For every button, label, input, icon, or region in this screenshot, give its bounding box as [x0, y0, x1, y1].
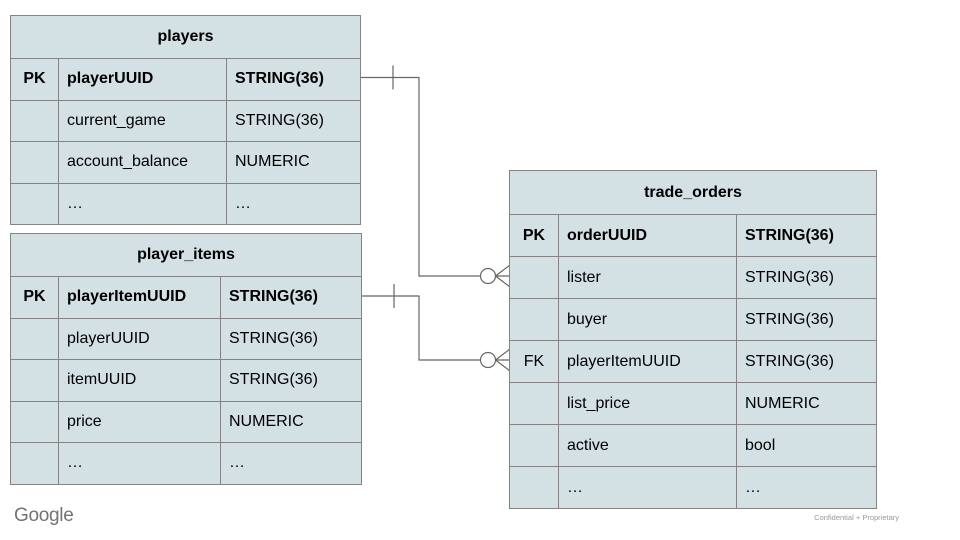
cell-name: playerItemUUID: [58, 277, 220, 318]
cell-key: [11, 142, 58, 183]
cell-type: NUMERIC: [736, 383, 876, 424]
table-title: trade_orders: [644, 183, 742, 201]
table-row: PK orderUUID STRING(36): [510, 214, 876, 256]
cell-key: [510, 257, 558, 298]
cell-type: bool: [736, 425, 876, 466]
cell-type: STRING(36): [226, 59, 360, 100]
cell-name: playerUUID: [58, 318, 220, 359]
zero-cardinality-circle: [479, 267, 497, 285]
cell-key: [510, 467, 558, 508]
table-row: PK playerUUID STRING(36): [11, 58, 360, 100]
table-title: player_items: [137, 246, 235, 263]
cell-name: …: [58, 183, 226, 224]
connector-line: [362, 295, 481, 361]
connector-line: [361, 76, 481, 277]
cell-type: NUMERIC: [220, 401, 361, 442]
cell-key: FK: [523, 352, 545, 370]
cell-type: STRING(36): [226, 100, 360, 141]
cell-type: …: [220, 443, 361, 484]
table-row: current_game STRING(36): [11, 99, 360, 142]
table-row: PK playerItemUUID STRING(36): [11, 276, 361, 318]
cell-key: [11, 184, 58, 225]
cell-type: STRING(36): [220, 277, 361, 318]
cell-key: [11, 101, 58, 142]
cell-type: STRING(36): [220, 360, 361, 401]
table-row: active bool: [510, 424, 876, 466]
cell-type: STRING(36): [736, 299, 876, 340]
table-row: itemUUID STRING(36): [11, 359, 361, 401]
cell-key: [510, 425, 558, 466]
table-title: players: [157, 28, 214, 45]
cell-type: STRING(36): [220, 318, 361, 359]
google-logo: Google: [14, 505, 74, 526]
many-crowfoot: [495, 264, 511, 288]
cell-name: playerUUID: [58, 59, 226, 100]
cell-key: [510, 383, 558, 424]
cell-key: PK: [23, 70, 46, 88]
table-row: list_price NUMERIC: [510, 382, 876, 424]
cell-key: [11, 443, 58, 484]
cell-name: orderUUID: [558, 215, 736, 256]
cell-type: …: [736, 467, 876, 508]
entity-table-player-items: player_items PK playerItemUUID STRING(36…: [10, 233, 362, 485]
connector-players-to-trade-orders: [361, 65, 511, 288]
connector-player-items-to-trade-orders: [362, 284, 511, 372]
entity-table-players: players PK playerUUID STRING(36) current…: [10, 15, 361, 225]
cell-key: PK: [522, 226, 546, 244]
table-row: … …: [510, 466, 876, 508]
cell-key: [11, 360, 58, 401]
cell-name: lister: [558, 257, 736, 298]
cell-key: PK: [23, 288, 46, 306]
cell-type: STRING(36): [736, 215, 876, 256]
cell-key: [11, 402, 58, 443]
cell-key: [510, 299, 558, 340]
cell-key: [11, 319, 58, 360]
cell-name: current_game: [58, 100, 226, 141]
cell-name: list_price: [558, 383, 736, 424]
cell-type: STRING(36): [736, 257, 876, 298]
cell-name: account_balance: [58, 142, 226, 183]
entity-table-trade-orders: trade_orders PK orderUUID STRING(36) lis…: [509, 170, 877, 509]
cell-name: itemUUID: [58, 360, 220, 401]
cell-name: …: [58, 443, 220, 484]
table-row: account_balance NUMERIC: [11, 141, 360, 183]
cell-type: STRING(36): [736, 341, 876, 382]
cell-name: price: [58, 401, 220, 442]
table-row: price NUMERIC: [11, 400, 361, 443]
table-row: playerUUID STRING(36): [11, 317, 361, 360]
zero-cardinality-circle: [479, 351, 497, 369]
cell-name: buyer: [558, 299, 736, 340]
table-row: buyer STRING(36): [510, 298, 876, 340]
cell-name: active: [558, 425, 736, 466]
cell-type: NUMERIC: [226, 142, 360, 183]
table-row: … …: [11, 182, 360, 225]
cell-name: playerItemUUID: [558, 341, 736, 382]
cell-type: …: [226, 183, 360, 224]
table-row: lister STRING(36): [510, 256, 876, 298]
table-row: FK playerItemUUID STRING(36): [510, 340, 876, 382]
table-row: … …: [11, 442, 361, 484]
cell-name: …: [558, 467, 736, 508]
many-crowfoot: [495, 348, 511, 372]
confidential-note: Confidential + Proprietary: [814, 513, 899, 522]
